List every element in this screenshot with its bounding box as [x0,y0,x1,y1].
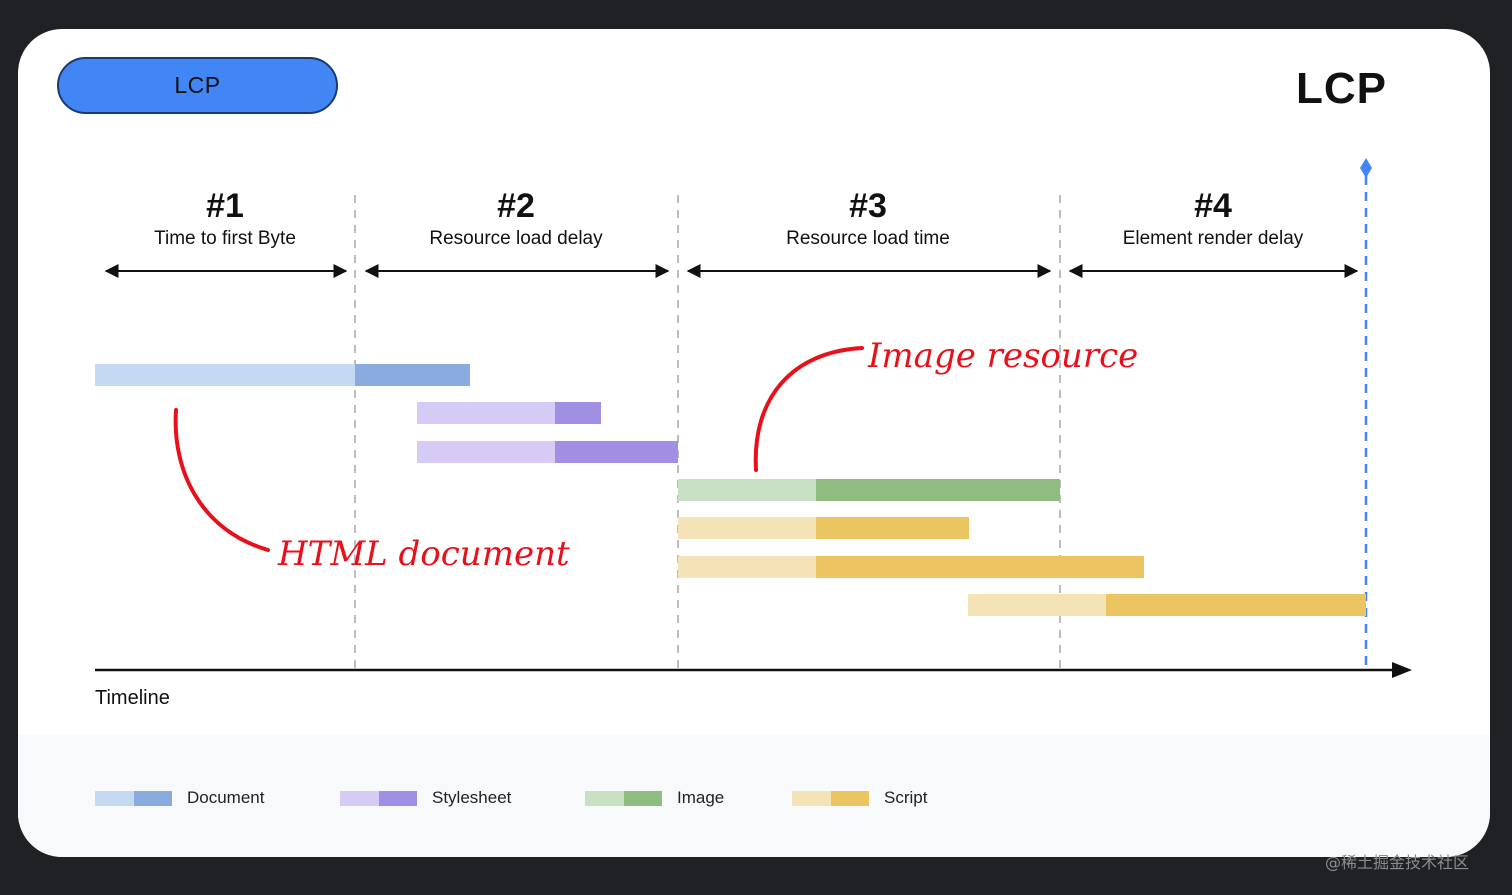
image-resource-pointer-curve [753,346,864,472]
legend-band [18,735,1490,857]
legend-swatch-script [792,790,869,806]
phase-1-label: Time to first Byte [154,228,296,249]
script-bar-1-waiting [678,517,816,539]
lcp-marker-label: LCP [1296,64,1387,113]
stylesheet-bar-2-download [555,441,678,463]
phase-1-number: #1 [206,187,244,225]
phase-2-number: #2 [497,187,535,225]
phase-2-label: Resource load delay [429,228,603,249]
legend-item-script: Script [792,788,927,808]
phase-2: #2 Resource load delay [366,188,666,250]
timeline-label: Timeline [95,687,170,709]
script-bar-3-download [1106,594,1366,616]
phase-4-label: Element render delay [1122,228,1304,249]
image-bar-download [816,479,1060,501]
phase-3-number: #3 [849,187,887,225]
image-resource-annotation: Image resource [868,336,1139,376]
legend-label-stylesheet: Stylesheet [432,788,512,807]
lcp-pill-label: LCP [57,57,338,114]
timeline-axis-arrowhead [1392,662,1412,678]
document-bar-download [355,364,470,386]
script-bar-1-download [816,517,969,539]
legend-swatch-document [95,790,172,806]
lcp-marker-diamond [1360,158,1372,178]
script-bar-2-waiting [678,556,816,578]
legend-item-image: Image [585,788,724,808]
legend-swatch-image [585,790,662,806]
image-bar-waiting [678,479,816,501]
legend-item-document: Document [95,788,264,808]
script-bar-3-waiting [968,594,1106,616]
phase-4: #4 Element render delay [1063,188,1363,250]
html-document-pointer-curve [173,408,270,552]
legend-item-stylesheet: Stylesheet [340,788,511,808]
document-bar-waiting [95,364,355,386]
phase-4-number: #4 [1194,187,1232,225]
legend-swatch-stylesheet [340,790,417,806]
phase-3-label: Resource load time [786,228,950,249]
stylesheet-bar-1-download [555,402,601,424]
phase-1: #1 Time to first Byte [75,188,375,250]
phase-3: #3 Resource load time [718,188,1018,250]
legend-label-script: Script [884,788,928,807]
stylesheet-bar-2-waiting [417,441,555,463]
stylesheet-bar-1-waiting [417,402,555,424]
script-bar-2-download [816,556,1144,578]
html-document-annotation: HTML document [278,534,570,574]
legend-label-document: Document [187,788,265,807]
diagram-card [18,29,1490,857]
legend-label-image: Image [677,788,725,807]
watermark: @稀土掘金技术社区 [1325,853,1470,872]
